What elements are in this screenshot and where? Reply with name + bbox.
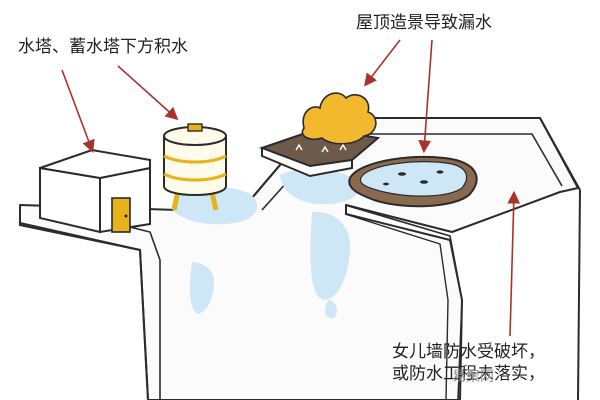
roof-planter: [259, 92, 381, 178]
roof-step-edge: [344, 204, 463, 400]
arrow-icon: [507, 190, 521, 337]
arrow-icon: [61, 69, 95, 153]
label-parapet-line2: 或防水工程未落实，: [392, 364, 545, 384]
tower-cap: [187, 123, 203, 132]
parapet-back-wall: [239, 117, 581, 213]
roof-step-edge-inner: [344, 213, 449, 400]
stair-room: [39, 148, 151, 234]
water-tower-icon: [163, 123, 227, 211]
water-puddles: [172, 168, 360, 319]
sprouts: [295, 143, 347, 153]
pond-fish: [383, 170, 444, 186]
parapet-front-wall: [19, 205, 149, 400]
pond-icon: [348, 155, 478, 208]
tower-band-2: [163, 172, 227, 182]
label-water-tower: 水塔、蓄水塔下方积水: [18, 37, 188, 57]
stair-room-roof: [39, 148, 151, 180]
seepage-right: [310, 211, 351, 300]
seepage-small: [325, 300, 337, 319]
shrub-icon: [301, 92, 377, 145]
door-knob: [124, 214, 128, 218]
label-roof-garden: 屋顶造景导致漏水: [356, 13, 492, 33]
tower-band-1: [163, 154, 227, 164]
tower-leg-right: [209, 191, 219, 211]
pond-water: [359, 161, 468, 197]
parapet-right-wall: [577, 189, 581, 400]
arrow-icon: [117, 65, 179, 121]
arrow-icon: [418, 39, 433, 154]
watermark: 易聚网: [452, 369, 494, 385]
puddle-planter: [280, 168, 360, 205]
seepage-left: [190, 262, 214, 314]
label-parapet: 女儿墙防水受破坏， 或防水工程未落实，: [392, 341, 545, 385]
label-parapet-line1: 女儿墙防水受破坏，: [392, 342, 545, 362]
planter-rim: [261, 146, 353, 178]
arrow-icon: [364, 39, 401, 87]
door-icon: [111, 197, 131, 233]
annotation-arrows: [61, 39, 521, 337]
